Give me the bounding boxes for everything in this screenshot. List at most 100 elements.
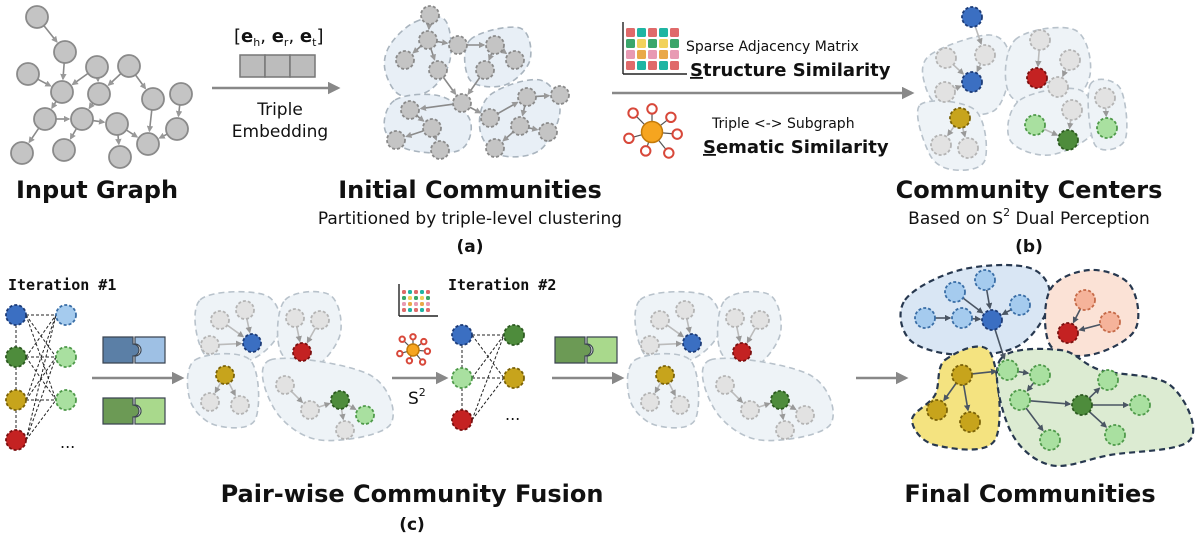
graph-node [10, 141, 34, 165]
graph-edge [954, 84, 962, 91]
matrix-cell [659, 39, 668, 48]
graph-edge [1017, 369, 1030, 376]
graph-edge [28, 127, 40, 144]
final-node [951, 364, 973, 386]
center-node [1094, 87, 1116, 109]
bipartite-link [25, 314, 57, 358]
graph-edge [218, 340, 243, 347]
title-initial-communities: Initial Communities [338, 176, 602, 204]
graph-edge [962, 297, 984, 314]
matrix-cell [659, 28, 668, 37]
fusion-result-2-graph [626, 290, 834, 442]
final-node [1129, 394, 1151, 416]
matrix-cell [648, 28, 657, 37]
title-pair-fusion: Pair-wise Community Fusion [221, 480, 604, 508]
final-node [959, 411, 981, 433]
fusion-node [650, 310, 670, 330]
matrix-cell [637, 39, 646, 48]
fusion-node [355, 405, 375, 425]
graph-edge [442, 76, 457, 96]
iteration-node [451, 367, 473, 389]
bipartite-link [25, 356, 57, 441]
center-node [961, 71, 983, 93]
graph-edge [1001, 309, 1012, 316]
fusion-node [292, 342, 312, 362]
iteration-node [451, 324, 473, 346]
graph-edge [730, 390, 744, 404]
graph-edge [419, 103, 454, 112]
network-leaf [671, 128, 683, 140]
graph-node [505, 50, 525, 70]
fusion-node [335, 420, 355, 440]
center-node [930, 134, 952, 156]
initial-communities-graph [383, 5, 570, 160]
graph-node [85, 55, 109, 79]
graph-edge [994, 329, 1006, 360]
graph-edge [735, 326, 742, 343]
graph-edge [1072, 308, 1082, 324]
puzzle-piece [134, 397, 166, 425]
graph-edge [985, 289, 993, 310]
iteration-node [5, 429, 27, 451]
subtitle-centers: Based on S2 Dual Perception [908, 206, 1150, 229]
puzzle-green-icon-2 [554, 336, 618, 364]
graph-edge [115, 134, 122, 146]
graph-edge [467, 76, 481, 96]
graph-edge [146, 109, 154, 133]
center-node [1059, 49, 1081, 71]
fusion-node [200, 392, 220, 412]
final-node [974, 269, 996, 291]
network-leaf [623, 132, 635, 145]
graph-edge [658, 340, 683, 347]
iteration-2-label: Iteration #2 [448, 276, 556, 294]
title-community-centers: Community Centers [896, 176, 1163, 204]
matrix-cell [637, 61, 646, 70]
graph-node [395, 50, 415, 70]
graph-edge [1102, 107, 1110, 118]
graph-node [33, 107, 57, 131]
matrix-cell [408, 308, 412, 312]
matrix-cell [414, 290, 418, 294]
graph-edge [960, 127, 967, 138]
graph-edge [318, 402, 331, 409]
graph-edge [668, 382, 676, 397]
graph-edge [436, 39, 449, 46]
graph-edge [971, 315, 982, 323]
community-red [1043, 268, 1140, 358]
matrix-cell [420, 290, 424, 294]
matrix-cell [414, 296, 418, 300]
graph-edge [758, 402, 771, 409]
matrix-cell [426, 296, 430, 300]
graph-edge [787, 403, 797, 411]
graph-node [418, 30, 438, 50]
graph-edge [1035, 49, 1042, 68]
graph-node [510, 116, 530, 136]
graph-edge [60, 62, 67, 81]
graph-edge [1088, 387, 1101, 399]
graph-edge [88, 102, 95, 110]
graph-edge [685, 318, 692, 334]
triple-embedding-vector: [eh, er, et] [234, 26, 323, 78]
network-leaf [418, 358, 427, 366]
matrix-cell [420, 308, 424, 312]
graph-edge [1067, 119, 1074, 130]
network-leaf [663, 147, 675, 159]
graph-edge [497, 101, 519, 115]
center-node [1026, 67, 1048, 89]
network-hub [406, 343, 420, 357]
graph-edge [107, 72, 122, 87]
final-node [944, 281, 966, 303]
title-final-communities: Final Communities [904, 480, 1155, 508]
fusion-node [640, 335, 660, 355]
final-node [1099, 311, 1121, 333]
graph-edge [962, 384, 971, 412]
graph-node [169, 82, 193, 106]
graph-edge [1026, 382, 1035, 392]
community-region [186, 352, 260, 429]
graph-edge [37, 78, 52, 87]
fusion-node [210, 310, 230, 330]
fusion-node [285, 308, 305, 328]
graph-edge [520, 105, 527, 117]
network-leaf [405, 357, 414, 365]
